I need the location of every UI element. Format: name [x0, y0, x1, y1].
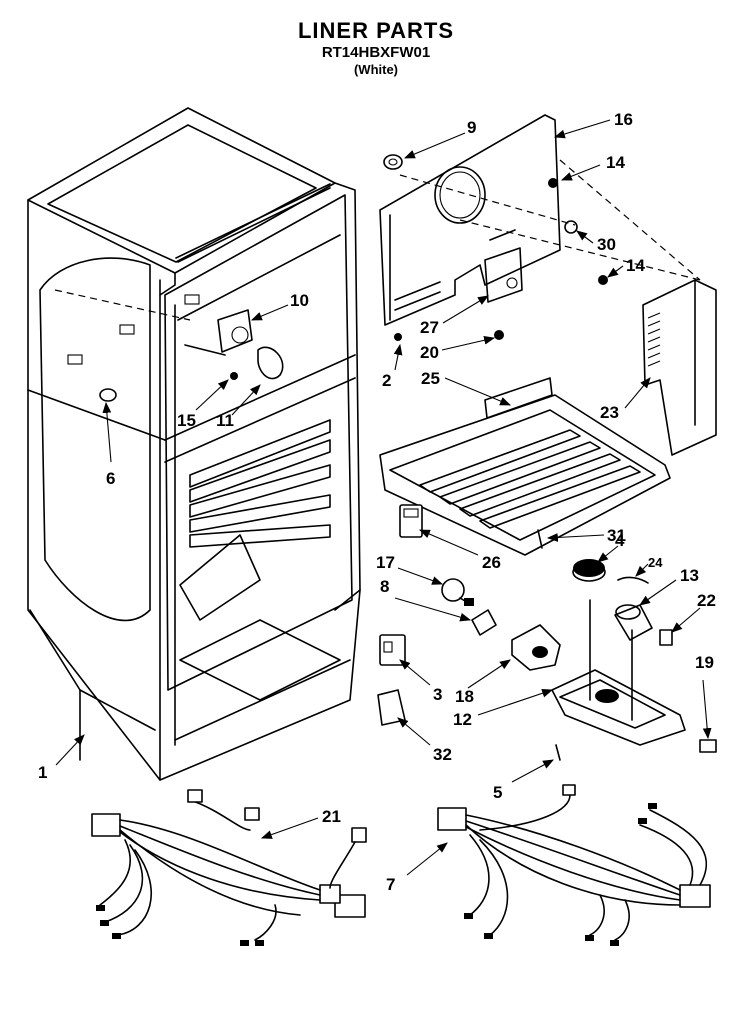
callout-26: 26: [482, 553, 501, 572]
callout-20: 20: [420, 343, 439, 362]
wire-24: [617, 576, 649, 584]
callout-9: 9: [467, 118, 476, 137]
callout-19: 19: [695, 653, 714, 672]
callout-32: 32: [433, 745, 452, 764]
liner-body: [27, 107, 361, 781]
model-number: RT14HBXFW01: [321, 44, 431, 61]
light-bulb-part: [441, 578, 474, 606]
callout-31: 31: [607, 526, 626, 545]
diagram-title: LINER PARTS: [297, 18, 455, 43]
fan-motor-part: [572, 559, 606, 582]
callout-10: 10: [290, 291, 309, 310]
callout-25: 25: [421, 369, 440, 388]
callout-3: 3: [433, 685, 442, 704]
terminal-19: [699, 739, 717, 753]
drip-tray-shelf: [379, 377, 671, 556]
callout-15: 15: [177, 411, 196, 430]
callout-labels: 1 2 3 4 5 6 7 8 9 10 11 12 13 14 14 15 1…: [38, 110, 716, 894]
callout-7: 7: [386, 875, 395, 894]
callout-8: 8: [380, 577, 389, 596]
callout-2: 2: [382, 371, 391, 390]
callout-21: 21: [322, 807, 341, 826]
callout-17: 17: [376, 553, 395, 572]
defrost-thermostat-part: [399, 504, 423, 538]
switch-assembly: [614, 604, 673, 646]
callout-16: 16: [614, 110, 633, 129]
callout-12: 12: [453, 710, 472, 729]
callout-4: 4: [615, 531, 625, 550]
evaporator-cover: [379, 114, 561, 326]
connector-part-3: [379, 634, 406, 666]
light-shield-part: [511, 624, 561, 671]
callout-5: 5: [493, 783, 502, 802]
callout-22: 22: [697, 591, 716, 610]
callout-13: 13: [680, 566, 699, 585]
wire-harness-21: [91, 789, 367, 946]
light-housing: [551, 599, 686, 746]
evaporator-fan-assembly: [184, 294, 284, 380]
callout-23: 23: [600, 403, 619, 422]
lamp-socket-part: [471, 609, 497, 636]
control-housing: [642, 279, 717, 456]
callout-6: 6: [106, 469, 115, 488]
grommet-part: [383, 154, 403, 170]
callout-leaders: [55, 119, 712, 876]
callout-18: 18: [455, 687, 474, 706]
callout-11: 11: [216, 411, 234, 430]
color-variant: (White): [353, 62, 399, 77]
wire-harness-7: [437, 784, 711, 946]
callout-14a: 14: [606, 153, 625, 172]
callout-14b: 14: [626, 256, 645, 275]
connector-part-32: [377, 689, 406, 726]
screw-5: [555, 744, 561, 761]
diagram-header: LINER PARTS RT14HBXFW01 (White): [0, 18, 752, 78]
screws: [394, 178, 608, 341]
callout-30: 30: [597, 235, 616, 254]
callout-27: 27: [420, 318, 439, 337]
callout-1: 1: [38, 763, 47, 782]
screw-31: [537, 529, 543, 549]
callout-24: 24: [648, 555, 663, 570]
